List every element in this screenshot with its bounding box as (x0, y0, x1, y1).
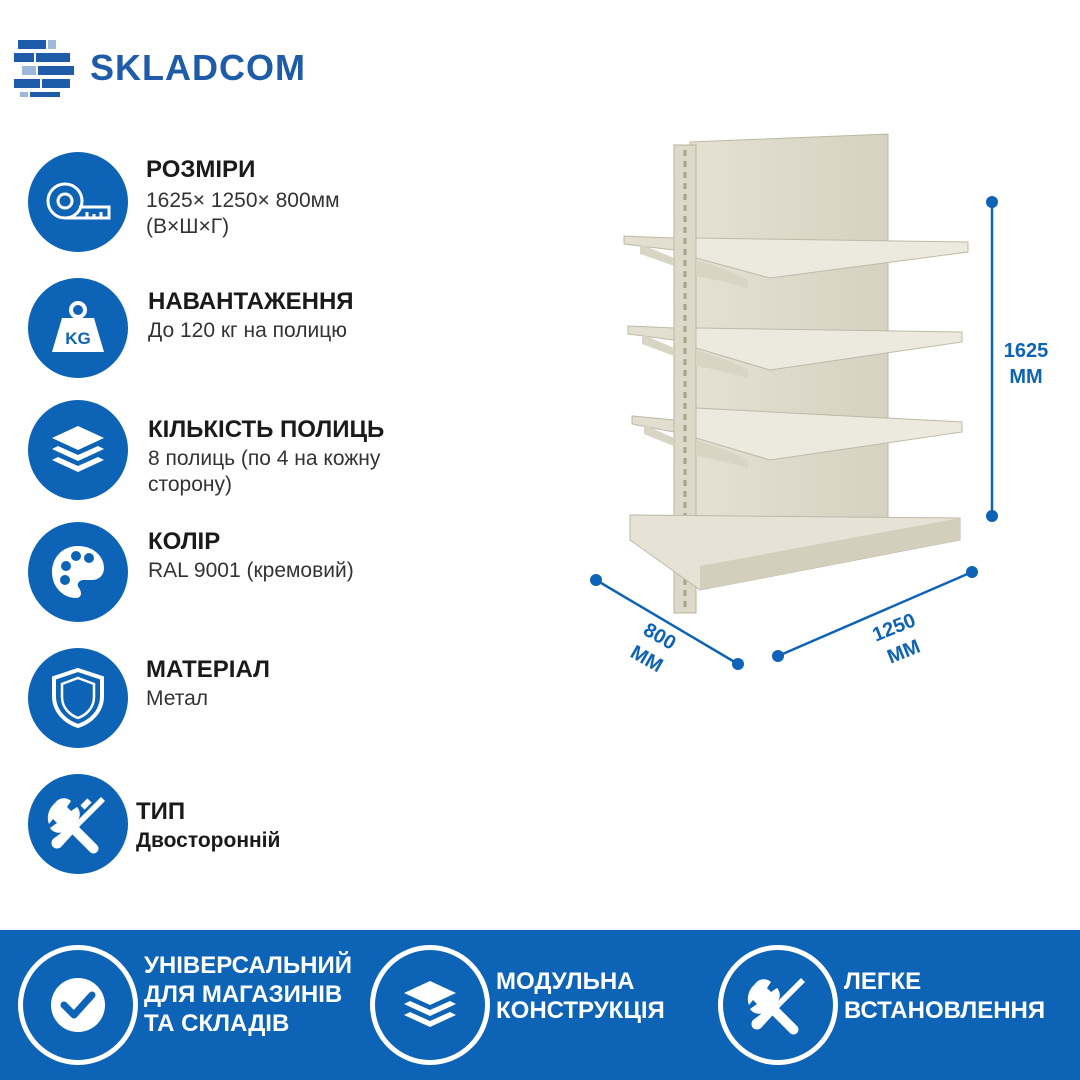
benefit-text: МОДУЛЬНА КОНСТРУКЦІЯ (496, 967, 665, 1025)
benefit-icon-circle (370, 945, 490, 1065)
benefit-line: ДЛЯ МАГАЗИНІВ (144, 981, 343, 1008)
feature-color: КОЛІР RAL 9001 (кремовий) (28, 522, 458, 622)
benefits-bar: УНІВЕРСАЛЬНИЙ ДЛЯ МАГАЗИНІВ ТА СКЛАДІВ М… (0, 930, 1080, 1080)
benefit-line: ЛЕГКЕ (844, 968, 922, 995)
feature-line: До 120 кг на полицю (148, 319, 347, 342)
feature-shelves: КІЛЬКІСТЬ ПОЛИЦЬ 8 полиць (по 4 на кожну… (28, 400, 458, 500)
palette-icon (52, 546, 104, 598)
tape-measure-icon (46, 182, 111, 220)
feature-description: Метал (146, 686, 456, 712)
feature-title: МАТЕРІАЛ (146, 656, 270, 683)
feature-description: 8 полиць (по 4 на кожну сторону) (148, 446, 458, 498)
benefit-line: ВСТАНОВЛЕННЯ (844, 997, 1046, 1024)
dimension-value: 1625 (1003, 340, 1049, 362)
checkmark-icon (51, 978, 105, 1032)
feature-line: 1625× 1250× 800мм (146, 189, 340, 212)
layers-icon (52, 426, 104, 472)
stacked-bars-e-logo-icon (14, 40, 74, 97)
feature-icon-circle: KG (28, 278, 128, 378)
benefit-text: ЛЕГКЕ ВСТАНОВЛЕННЯ (844, 967, 1045, 1025)
svg-text:KG: KG (65, 329, 91, 348)
height-dimension-label: 1625 ММ (998, 338, 1054, 390)
gondola-shelf-image (590, 133, 998, 670)
feature-icon-circle (28, 400, 128, 500)
benefit-line: МОДУЛЬНА (496, 968, 635, 995)
benefit-text: УНІВЕРСАЛЬНИЙ ДЛЯ МАГАЗИНІВ ТА СКЛАДІВ (144, 951, 352, 1038)
feature-icon-circle (28, 152, 128, 252)
feature-description: До 120 кг на полицю (148, 318, 458, 344)
benefit-line: ТА СКЛАДІВ (144, 1010, 290, 1037)
feature-icon-circle (28, 522, 128, 622)
feature-line: Двосторонній (136, 829, 281, 852)
shelving-unit-illustration: 1625 ММ 800 ММ 1250 ММ (570, 120, 1070, 700)
wrench-screwdriver-icon (47, 797, 105, 854)
feature-icon-circle (28, 774, 128, 874)
feature-description: Двосторонній (136, 828, 446, 854)
feature-type: ТИП Двосторонній (28, 774, 458, 874)
benefit-line: КОНСТРУКЦІЯ (496, 997, 665, 1024)
shield-icon (52, 667, 104, 729)
feature-title: РОЗМІРИ (146, 156, 256, 183)
feature-description: RAL 9001 (кремовий) (148, 558, 458, 584)
wrench-screwdriver-icon (747, 978, 805, 1035)
feature-material: МАТЕРІАЛ Метал (28, 648, 458, 748)
feature-title: НАВАНТАЖЕННЯ (148, 288, 354, 315)
feature-description: 1625× 1250× 800мм (В×Ш×Г) (146, 188, 456, 240)
feature-line: Метал (146, 687, 209, 710)
feature-title: ТИП (136, 798, 186, 825)
feature-line: (В×Ш×Г) (146, 215, 230, 238)
feature-line: RAL 9001 (кремовий) (148, 559, 354, 582)
brand-name: SKLADCOM (90, 47, 306, 88)
benefit-icon-circle (18, 945, 138, 1065)
layers-icon (404, 981, 456, 1027)
feature-title: КІЛЬКІСТЬ ПОЛИЦЬ (148, 416, 385, 443)
feature-line: 8 полиць (по 4 на кожну (148, 447, 381, 470)
weight-kg-icon: KG (52, 301, 104, 352)
feature-dimensions: РОЗМІРИ 1625× 1250× 800мм (В×Ш×Г) (28, 152, 458, 252)
feature-title: КОЛІР (148, 528, 221, 555)
dimension-unit: ММ (1009, 366, 1043, 388)
benefit-line: УНІВЕРСАЛЬНИЙ (144, 952, 352, 979)
benefit-icon-circle (718, 945, 838, 1065)
feature-load: KG НАВАНТАЖЕННЯ До 120 кг на полицю (28, 278, 458, 378)
feature-icon-circle (28, 648, 128, 748)
brand-logo: SKLADCOM (14, 38, 306, 98)
feature-line: сторону) (148, 473, 233, 496)
